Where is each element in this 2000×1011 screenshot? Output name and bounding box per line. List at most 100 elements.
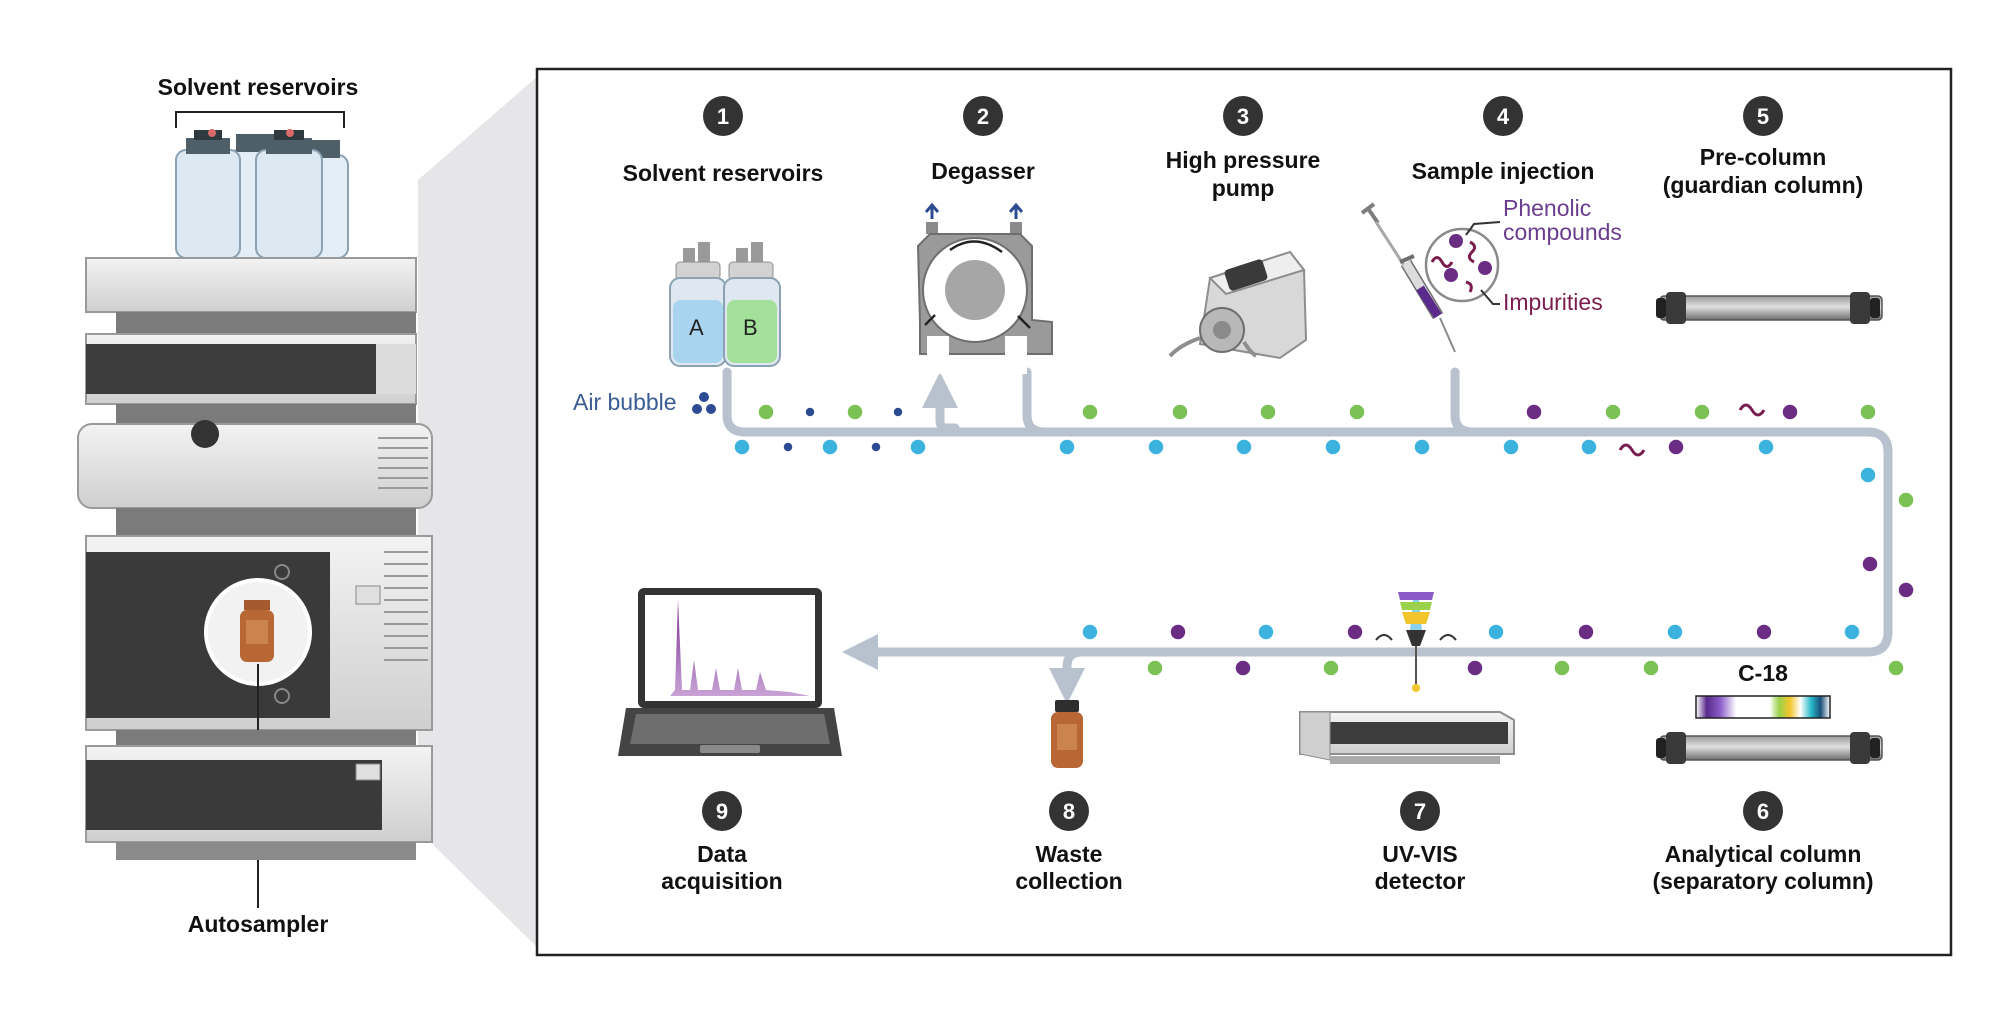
particle-green <box>1642 659 1660 677</box>
step-number-1: 1 <box>717 104 729 129</box>
particle-blue <box>1580 438 1598 456</box>
step-label-1: Solvent reservoirs <box>623 160 824 186</box>
step-label-3-line2: pump <box>1212 175 1275 201</box>
step-number-6: 6 <box>1757 799 1769 824</box>
step-badge-6 <box>1743 791 1783 831</box>
autosampler-label: Autosampler <box>188 911 329 937</box>
step-badge-5 <box>1743 96 1783 136</box>
laptop-icon <box>618 588 842 756</box>
particle-blue <box>1324 438 1342 456</box>
hplc-instrument: Solvent reservoirs Autosampler <box>77 74 433 937</box>
flow-tubing <box>722 367 1893 704</box>
step-badge-1 <box>703 96 743 136</box>
impurity-particle <box>1738 403 1766 417</box>
vial-a-label: A <box>689 315 704 340</box>
step-badge-7 <box>1400 791 1440 831</box>
step-labels: Solvent reservoirs Degasser High pressurep… <box>623 144 1874 894</box>
particle-air <box>870 441 882 453</box>
step-label-7-line2: detector <box>1375 868 1466 894</box>
particle-blue <box>1843 623 1861 641</box>
syringe-icon <box>1360 202 1456 353</box>
particle-blue <box>1487 623 1505 641</box>
step-number-2: 2 <box>977 104 989 129</box>
phenolic-label-line1: Phenolic <box>1503 195 1591 221</box>
particle-green <box>1259 403 1277 421</box>
step-label-6: Analytical column <box>1665 841 1862 867</box>
particle-blue <box>1666 623 1684 641</box>
particle-purple <box>1234 659 1252 677</box>
step-label-2: Degasser <box>931 158 1035 184</box>
step-badge-3 <box>1223 96 1263 136</box>
particle-green <box>1859 403 1877 421</box>
particle-blue <box>821 438 839 456</box>
particle-green <box>1081 403 1099 421</box>
particle-purple <box>1781 403 1799 421</box>
particle-blue <box>1757 438 1775 456</box>
particle-purple <box>1755 623 1773 641</box>
step-label-8-line2: collection <box>1015 868 1122 894</box>
reservoir-bracket <box>175 111 345 128</box>
zoom-wedge <box>418 70 545 955</box>
particle-purple <box>1525 403 1543 421</box>
particle-green <box>1322 659 1340 677</box>
particle-green <box>846 403 864 421</box>
particle-purple <box>1667 438 1685 456</box>
particle-stream <box>733 403 1915 677</box>
particle-purple <box>1466 659 1484 677</box>
particle-column <box>1859 466 1877 484</box>
vial-b-label: B <box>743 315 758 340</box>
process-panel <box>535 67 1953 957</box>
step-number-7: 7 <box>1414 799 1426 824</box>
particle-blue <box>909 438 927 456</box>
step-number-5: 5 <box>1757 104 1769 129</box>
step-label-7: UV-VIS <box>1382 841 1457 867</box>
particle-blue <box>1257 623 1275 641</box>
pump-icon <box>1168 250 1308 360</box>
step-label-5-line2: (guardian column) <box>1663 172 1864 198</box>
step-label-8: Waste <box>1036 841 1103 867</box>
particle-blue <box>1058 438 1076 456</box>
step-badge-4 <box>1483 96 1523 136</box>
particle-column <box>1897 581 1915 599</box>
particle-blue <box>733 438 751 456</box>
step-label-5: Pre-column <box>1700 144 1827 170</box>
step-label-3: High pressure <box>1166 147 1321 173</box>
step-label-9: Data <box>697 841 747 867</box>
impurities-label: Impurities <box>1503 289 1603 315</box>
particle-blue <box>1235 438 1253 456</box>
particle-blue <box>1081 623 1099 641</box>
particle-purple <box>1346 623 1364 641</box>
impurity-particle <box>1618 443 1646 457</box>
uv-detector-icon <box>1299 592 1515 764</box>
degasser-icon <box>916 202 1053 374</box>
particle-column <box>1897 491 1915 509</box>
particle-green <box>1348 403 1366 421</box>
particle-blue <box>1413 438 1431 456</box>
uv-spectrum-bar <box>1695 695 1831 719</box>
particle-purple <box>1169 623 1187 641</box>
step-number-9: 9 <box>716 799 728 824</box>
air-bubble-label: Air bubble <box>573 389 677 415</box>
pre-column-icon <box>1656 292 1883 324</box>
particle-blue <box>1147 438 1165 456</box>
step-label-6-line2: (separatory column) <box>1652 868 1873 894</box>
particle-green <box>1604 403 1622 421</box>
step-number-4: 4 <box>1497 104 1510 129</box>
waste-bottle-icon <box>1051 700 1083 768</box>
particle-column <box>1887 659 1905 677</box>
particle-green <box>1146 659 1164 677</box>
particle-blue <box>1502 438 1520 456</box>
particle-air <box>782 441 794 453</box>
analytical-column-icon <box>1656 732 1883 764</box>
solvent-vials-icon: A B <box>669 242 781 367</box>
air-bubble-icon <box>692 392 716 414</box>
particle-green <box>757 403 775 421</box>
particle-air <box>892 406 904 418</box>
step-badge-8 <box>1049 791 1089 831</box>
sample-magnifier <box>1424 221 1501 305</box>
instrument-top-label: Solvent reservoirs <box>158 74 359 100</box>
column-type-label: C-18 <box>1738 660 1788 686</box>
particle-column <box>1861 555 1879 573</box>
